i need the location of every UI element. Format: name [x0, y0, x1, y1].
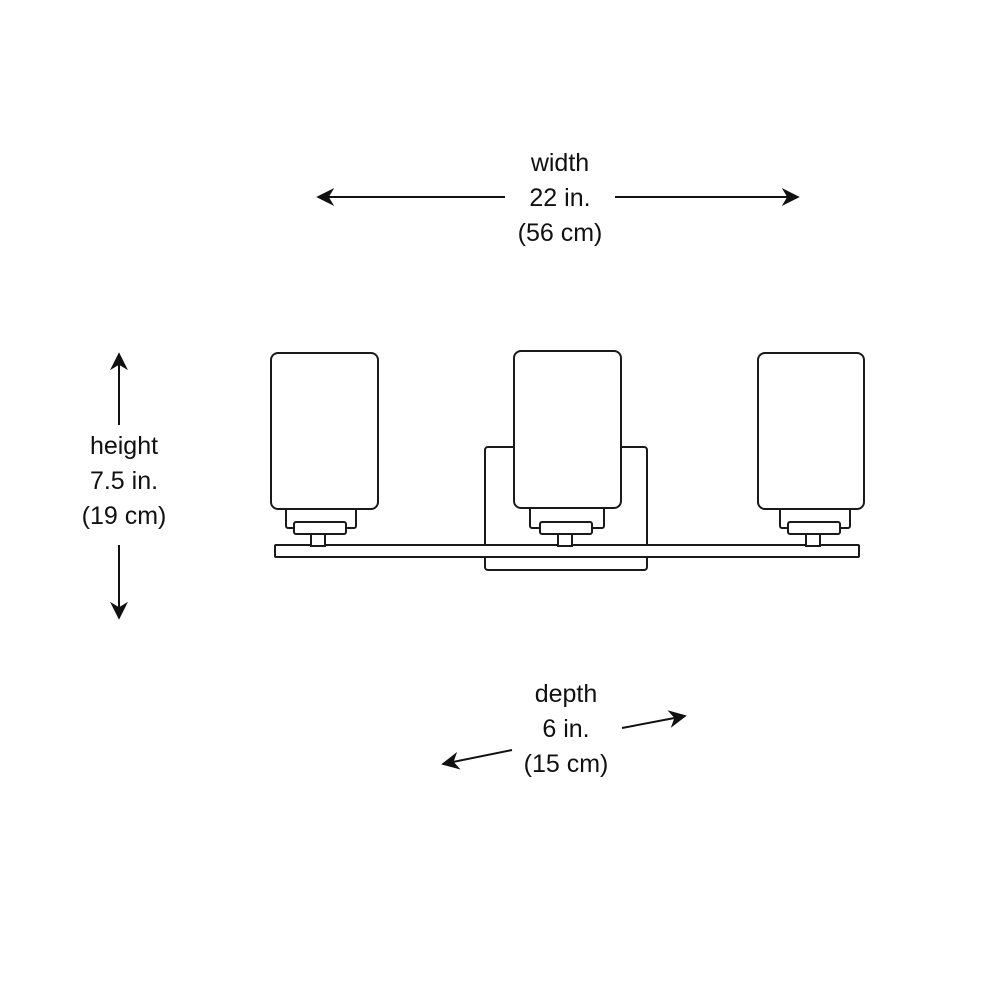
height-dimension-label: height 7.5 in. (19 cm) — [40, 429, 208, 534]
depth-metric: (15 cm) — [523, 750, 609, 778]
width-dimension-label: width 22 in. (56 cm) — [440, 146, 680, 251]
center-socket-ring — [539, 521, 593, 535]
width-metric: (56 cm) — [517, 219, 603, 247]
depth-title: depth — [534, 680, 598, 708]
right-glass-shade — [757, 352, 865, 510]
vanity-light-fixture — [270, 350, 865, 571]
right-socket-ring — [787, 521, 841, 535]
left-glass-shade — [270, 352, 379, 510]
width-title: width — [530, 149, 590, 177]
left-lamp — [270, 352, 379, 547]
depth-arrow-left — [441, 749, 513, 770]
right-lamp — [757, 352, 865, 547]
width-imperial: 22 in. — [529, 184, 591, 212]
depth-dimension-label: depth 6 in. (15 cm) — [446, 677, 686, 782]
height-metric: (19 cm) — [81, 502, 167, 530]
height-title: height — [89, 432, 159, 460]
left-socket-stem — [310, 533, 326, 547]
center-lamp — [513, 350, 622, 547]
center-glass-shade — [513, 350, 622, 509]
right-socket-stem — [805, 533, 821, 547]
height-imperial: 7.5 in. — [89, 467, 159, 495]
left-socket-ring — [293, 521, 347, 535]
depth-imperial: 6 in. — [542, 715, 590, 743]
depth-arrow-right — [621, 710, 687, 729]
center-socket-stem — [557, 533, 573, 547]
